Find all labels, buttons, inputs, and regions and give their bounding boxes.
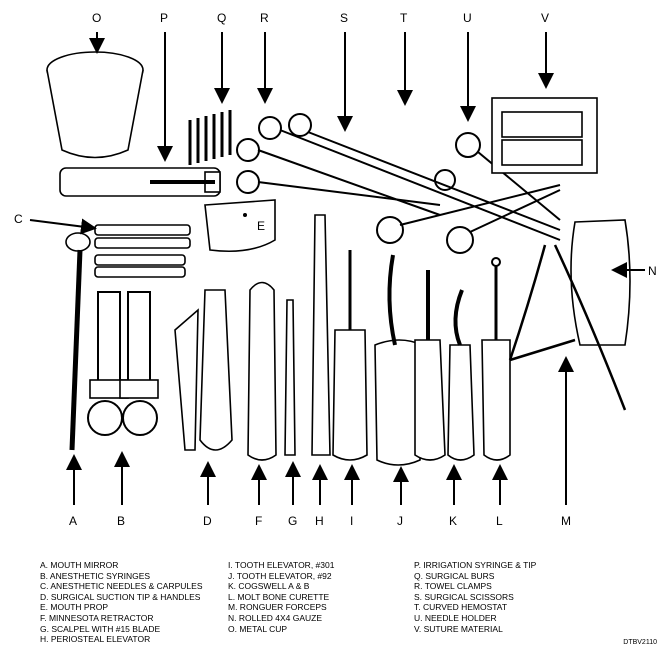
label-p: P (160, 11, 168, 25)
label-u: U (463, 11, 472, 25)
callout-arrows (29, 32, 645, 505)
label-d: D (203, 514, 212, 528)
label-j: J (397, 514, 403, 528)
legend-item: Q. SURGICAL BURS (414, 570, 495, 581)
anesthetic-needles (94, 224, 191, 278)
label-h: H (315, 514, 324, 528)
legend-item: K. COGSWELL A & B (228, 581, 310, 592)
suction-tip (174, 289, 233, 451)
label-o: O (92, 11, 101, 25)
figure-code: DTBV2110 (623, 639, 657, 646)
legend-item: T. CURVED HEMOSTAT (414, 602, 508, 613)
label-t: T (400, 11, 408, 25)
clamps-and-scissors (236, 113, 561, 254)
mouth-mirror (65, 232, 91, 451)
label-v: V (541, 11, 549, 25)
surgical-burs (188, 110, 232, 165)
legend-item: P. IRRIGATION SYRINGE & TIP (414, 560, 537, 570)
anesthetic-syringes (87, 291, 159, 436)
legend-item: L. MOLT BONE CURETTE (228, 591, 330, 602)
legend-item: C. ANESTHETIC NEEDLES & CARPULES (40, 581, 203, 592)
label-c: C (14, 212, 23, 226)
label-f: F (255, 514, 262, 528)
label-m: M (561, 514, 571, 528)
legend-item: J. TOOTH ELEVATOR, #92 (228, 570, 332, 581)
legend-item: G. SCALPEL WITH #15 BLADE (40, 623, 161, 634)
legend-column-2: I. TOOTH ELEVATOR, #301 J. TOOTH ELEVATO… (228, 560, 334, 634)
legend-item: O. METAL CUP (228, 623, 288, 634)
label-g: G (288, 514, 297, 528)
legend-column-1: A. MOUTH MIRROR B. ANESTHETIC SYRINGES C… (40, 560, 203, 645)
label-a: A (69, 514, 77, 528)
legend-item: D. SURGICAL SUCTION TIP & HANDLES (40, 591, 201, 602)
label-i: I (350, 514, 353, 528)
legend-item: V. SUTURE MATERIAL (414, 623, 503, 634)
legend-item: M. RONGUER FORCEPS (228, 602, 327, 613)
elevators-and-curettes (247, 214, 511, 466)
legend-item: R. TOWEL CLAMPS (414, 581, 492, 592)
legend-column-3: P. IRRIGATION SYRINGE & TIP Q. SURGICAL … (414, 560, 536, 634)
legend-item: E. MOUTH PROP (40, 602, 109, 613)
rolled-gauze (570, 219, 631, 346)
label-l: L (496, 514, 503, 528)
legend-item: U. NEEDLE HOLDER (414, 612, 497, 623)
label-s: S (340, 11, 348, 25)
label-r: R (260, 11, 269, 25)
legend-item: I. TOOTH ELEVATOR, #301 (228, 560, 335, 570)
label-n: N (648, 264, 657, 278)
label-q: Q (217, 11, 226, 25)
instrument-illustration: O P Q R S T U V C E N A B D F G H I J K … (14, 11, 657, 528)
legend-item: A. MOUTH MIRROR (40, 560, 119, 570)
legend-item: S. SURGICAL SCISSORS (414, 591, 514, 602)
legend-item: N. ROLLED 4X4 GAUZE (228, 612, 323, 623)
legend-item: F. MINNESOTA RETRACTOR (40, 612, 154, 623)
ronguer-forceps (508, 244, 627, 411)
label-b: B (117, 514, 125, 528)
label-e: E (257, 219, 265, 233)
metal-cup (46, 51, 144, 159)
legend-item: H. PERIOSTEAL ELEVATOR (40, 634, 151, 645)
label-k: K (449, 514, 457, 528)
legend-item: B. ANESTHETIC SYRINGES (40, 570, 151, 581)
irrigation-syringe (59, 167, 221, 197)
mouth-prop (204, 199, 276, 253)
suture-material (491, 97, 598, 174)
